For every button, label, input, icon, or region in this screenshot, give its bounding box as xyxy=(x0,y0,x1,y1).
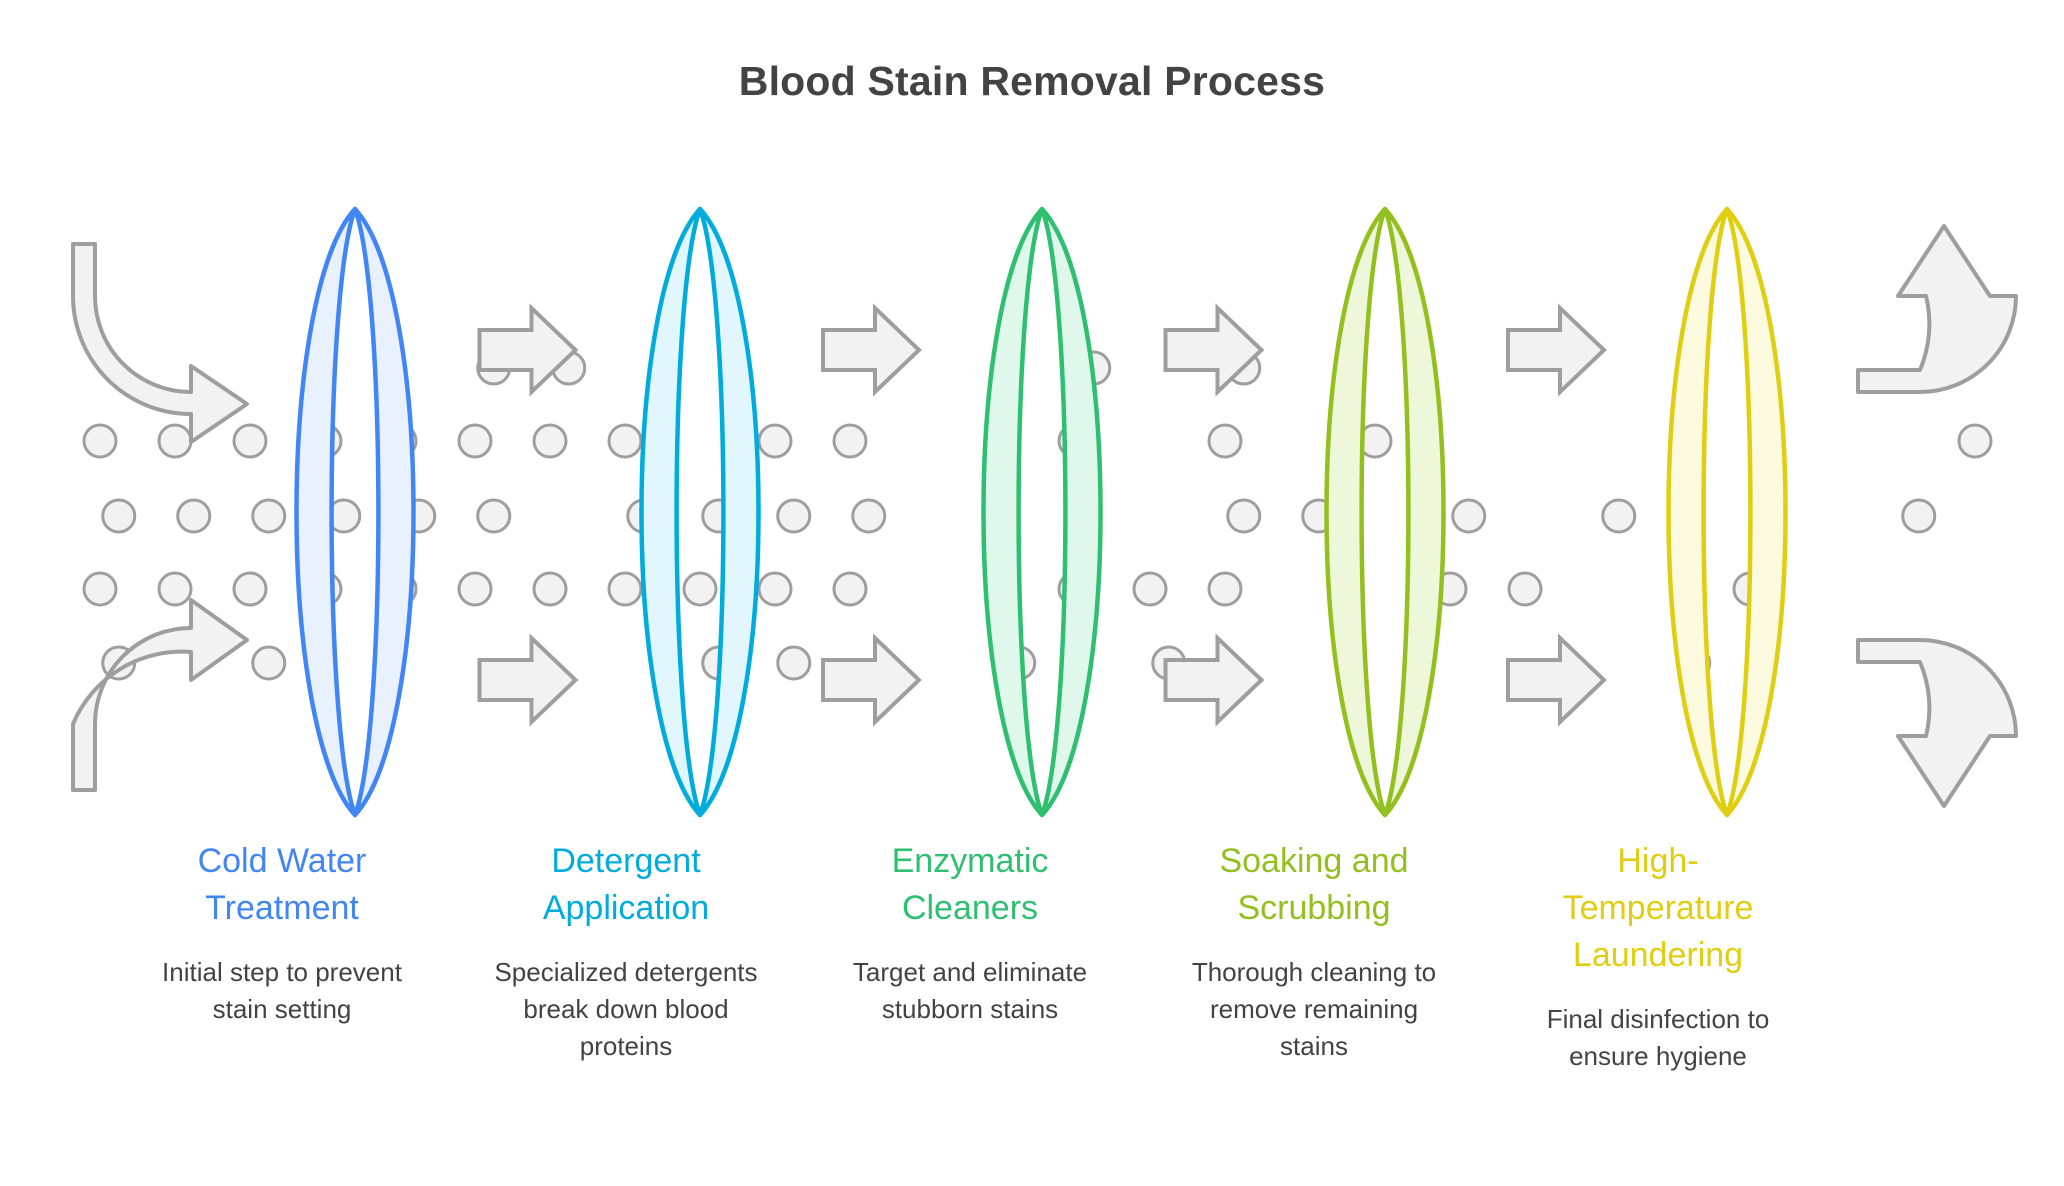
ring-band-right xyxy=(1039,206,1103,818)
step-title-1: Cold Water Treatment xyxy=(197,842,367,927)
step-title-3: Enzymatic Cleaners xyxy=(891,842,1049,927)
curved-exit-arrow-top xyxy=(1856,224,2018,394)
step-ring-1[interactable] xyxy=(294,206,416,818)
ring-band-left xyxy=(1324,206,1388,818)
step-ring-2[interactable] xyxy=(639,206,761,818)
decorative-dot xyxy=(1226,498,1262,534)
step-description-1: Initial step to prevent stain setting xyxy=(162,957,402,1024)
curved-entry-arrow-top xyxy=(71,242,249,444)
decorative-dot xyxy=(832,571,868,607)
decorative-dot xyxy=(1507,571,1543,607)
decorative-dot xyxy=(457,423,493,459)
decorative-dot xyxy=(82,423,118,459)
step-caption-5[interactable]: High-Temperature Laundering Final disinf… xyxy=(1486,838,1830,1075)
decorative-dot xyxy=(532,423,568,459)
step-description-5: Final disinfection to ensure hygiene xyxy=(1546,1004,1770,1071)
decorative-dot xyxy=(682,571,718,607)
decorative-dot xyxy=(251,645,287,681)
decorative-dot xyxy=(457,571,493,607)
ring-layer xyxy=(294,206,1788,818)
curved-entry-arrow-bottom xyxy=(71,598,249,792)
curved-exit-arrow-bottom xyxy=(1856,638,2018,808)
step-description-3: Target and eliminate stubborn stains xyxy=(852,957,1088,1024)
ring-band-right xyxy=(352,206,416,818)
decorative-dot xyxy=(157,423,193,459)
arrow-step1-to-step2-top xyxy=(477,303,579,397)
decorative-dot xyxy=(232,571,268,607)
step-ring-4[interactable] xyxy=(1324,206,1446,818)
step-title-2: Detergent Application xyxy=(542,842,710,927)
decorative-dot xyxy=(1207,571,1243,607)
decorative-dot xyxy=(1451,498,1487,534)
step-description-2: Specialized detergents break down blood … xyxy=(494,957,758,1061)
ring-band-right xyxy=(1382,206,1446,818)
step-caption-2[interactable]: Detergent Application Specialized deterg… xyxy=(454,838,798,1065)
step-ring-3[interactable] xyxy=(981,206,1103,818)
decorative-dot xyxy=(607,423,643,459)
arrow-step2-to-step3-bottom xyxy=(821,633,922,727)
decorative-dot xyxy=(776,498,812,534)
decorative-dot xyxy=(832,423,868,459)
decorative-dot xyxy=(1901,498,1937,534)
step-title-4: Soaking and Scrubbing xyxy=(1219,842,1409,927)
step-caption-4[interactable]: Soaking and Scrubbing Thorough cleaning … xyxy=(1142,838,1486,1065)
ring-band-left xyxy=(639,206,703,818)
ring-band-left xyxy=(981,206,1045,818)
arrow-step3-to-step4-bottom xyxy=(1163,633,1265,727)
decorative-dot xyxy=(1132,571,1168,607)
step-ring-5[interactable] xyxy=(1666,206,1788,818)
page-title: Blood Stain Removal Process xyxy=(738,58,1326,104)
arrow-step4-to-step5-bottom xyxy=(1506,633,1607,727)
decorative-dot xyxy=(157,571,193,607)
decorative-dot xyxy=(1601,498,1637,534)
step-captions: Cold Water Treatment Initial step to pre… xyxy=(0,838,2064,1178)
decorative-dot xyxy=(251,498,287,534)
arrow-step3-to-step4-top xyxy=(1163,303,1265,397)
ring-band-right xyxy=(1724,206,1788,818)
step-description-4: Thorough cleaning to remove remaining st… xyxy=(1191,957,1437,1061)
decorative-dot xyxy=(607,571,643,607)
decorative-dot xyxy=(101,498,137,534)
decorative-dot xyxy=(757,423,793,459)
step-caption-1[interactable]: Cold Water Treatment Initial step to pre… xyxy=(110,838,454,1028)
arrow-step4-to-step5-top xyxy=(1506,303,1607,397)
step-title-5: High-Temperature Laundering xyxy=(1562,842,1754,974)
decorative-dot xyxy=(532,571,568,607)
decorative-dot xyxy=(1207,423,1243,459)
decorative-dot xyxy=(1957,423,1993,459)
decorative-dot xyxy=(476,498,512,534)
arrow-layer xyxy=(71,224,2018,808)
step-caption-3[interactable]: Enzymatic Cleaners Target and eliminate … xyxy=(798,838,1142,1028)
decorative-dot xyxy=(82,571,118,607)
decorative-dot xyxy=(776,645,812,681)
decorative-dot xyxy=(757,571,793,607)
arrow-step2-to-step3-top xyxy=(821,303,922,397)
decorative-dot xyxy=(176,498,212,534)
ring-band-left xyxy=(1666,206,1730,818)
arrow-step1-to-step2-bottom xyxy=(477,633,579,727)
decorative-dot xyxy=(232,423,268,459)
ring-band-right xyxy=(697,206,761,818)
decorative-dot xyxy=(851,498,887,534)
